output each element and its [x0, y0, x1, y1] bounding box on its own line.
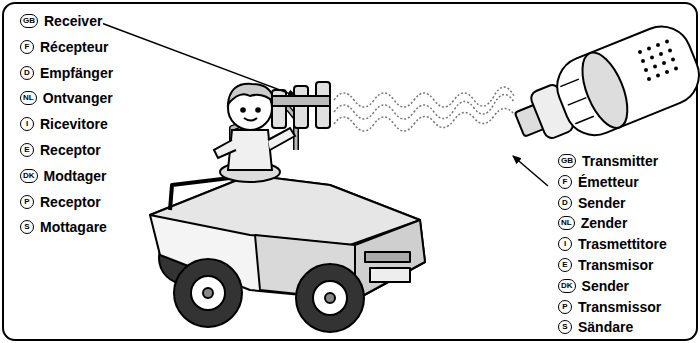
language-badge: I [20, 117, 34, 131]
receiver-label: Récepteur [39, 39, 109, 55]
keypad-dot [656, 43, 660, 47]
keypad-dot [644, 68, 648, 72]
transmitter-label: Transmitter [581, 153, 659, 169]
transmitter-label: Transmissor [577, 299, 662, 315]
receiver-label-row: I Ricevitore [20, 116, 109, 132]
language-badge: E [20, 143, 34, 157]
language-badge: GB [20, 14, 38, 28]
receiver-label-row: S Mottagare [20, 219, 108, 235]
language-badge: S [20, 220, 34, 234]
receiver-label: Ricevitore [39, 116, 109, 132]
language-badge: P [558, 300, 572, 314]
language-badge: D [558, 196, 572, 210]
language-badge: I [558, 237, 572, 251]
language-badge: F [558, 175, 572, 189]
keypad-dot [653, 65, 657, 69]
transmitter-label: Transmisor [577, 257, 654, 273]
language-badge: DK [20, 169, 38, 183]
keypad-dot [650, 56, 654, 60]
transmitter-label: Zender [580, 215, 629, 231]
transmitter-label-row: NL Zender [558, 215, 628, 231]
language-badge: GB [558, 154, 576, 168]
transmitter-label-row: P Transmissor [558, 299, 662, 315]
transmitter-label-row: E Transmisor [558, 257, 654, 273]
receiver-label: Receptor [39, 194, 102, 210]
transmitter-label-row: F Émetteur [558, 174, 640, 190]
keypad-dot [662, 61, 666, 65]
receiver-label: Empfänger [39, 65, 114, 81]
receiver-label-row: NL Ontvanger [20, 90, 114, 106]
receiver-label: Ontvanger [42, 90, 114, 106]
receiver-label-row: GB Receiver [20, 13, 103, 29]
receiver-label-row: DK Modtager [20, 168, 108, 184]
keypad-dot [665, 70, 669, 74]
transmitter-label: Émetteur [577, 174, 640, 190]
language-badge: NL [558, 216, 575, 230]
language-badge: NL [20, 91, 37, 105]
transmitter-label-row: DK Sender [558, 278, 630, 294]
keypad-dot [641, 59, 645, 63]
transmitter-label: Trasmettitore [577, 236, 668, 252]
language-badge: F [20, 40, 34, 54]
keypad-dot [674, 67, 678, 71]
transmitter-label-row: S Sändare [558, 319, 634, 335]
receiver-label-row: F Récepteur [20, 39, 109, 55]
transmitter-label-row: I Trasmettitore [558, 236, 668, 252]
keypad-dot [665, 40, 669, 44]
language-badge: E [558, 258, 572, 272]
receiver-label-row: P Receptor [20, 194, 102, 210]
receiver-label: Mottagare [39, 219, 108, 235]
receiver-label: Receiver [43, 13, 103, 29]
language-badge: DK [558, 279, 576, 293]
keypad-dot [659, 52, 663, 56]
transmitter-label-row: D Sender [558, 195, 626, 211]
keypad-dot [638, 50, 642, 54]
language-badge: S [558, 320, 572, 334]
transmitter-label-row: GB Transmitter [558, 153, 659, 169]
keypad-dot [647, 47, 651, 51]
receiver-label-row: E Receptor [20, 142, 102, 158]
receiver-label: Receptor [39, 142, 102, 158]
receiver-label: Modtager [43, 168, 108, 184]
keypad-dot [671, 58, 675, 62]
receiver-label-row: D Empfänger [20, 65, 114, 81]
keypad-dot [668, 49, 672, 53]
language-badge: D [20, 66, 34, 80]
transmitter-label: Sender [577, 195, 626, 211]
keypad-dot [656, 74, 660, 78]
transmitter-label: Sender [581, 278, 630, 294]
language-badge: P [20, 195, 34, 209]
keypad-dot [647, 77, 651, 81]
transmitter-label: Sändare [577, 319, 634, 335]
